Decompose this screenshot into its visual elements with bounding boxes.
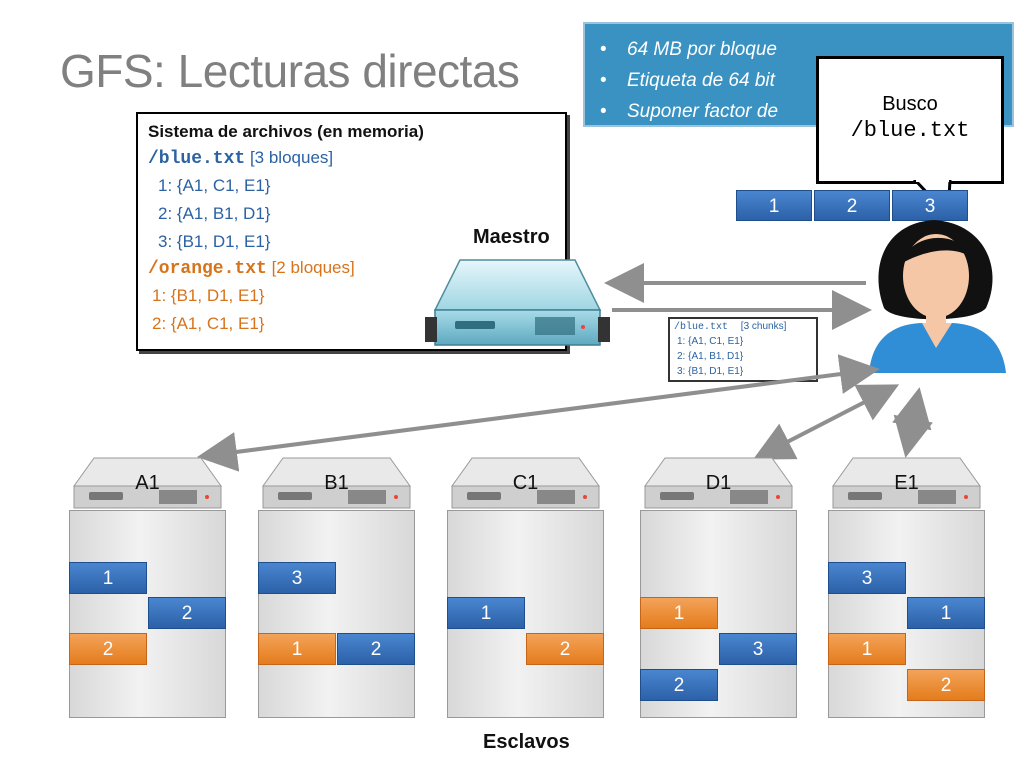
callout-filename: /blue.txt — [850, 118, 970, 143]
chunk-block: 3 — [258, 562, 336, 594]
block-location: 2: {A1, C1, E1} — [152, 314, 265, 333]
chunk-block: 1 — [69, 562, 147, 594]
arrow-client-a1 — [197, 354, 880, 472]
chunk-block: 3 — [828, 562, 906, 594]
reply-chunk-count: [3 chunks] — [740, 321, 787, 332]
block-location: 1: {A1, C1, E1} — [158, 176, 271, 195]
file-block-count: [3 bloques] — [249, 148, 334, 167]
chunk-block: 2 — [69, 633, 147, 665]
client-chunk-1[interactable]: 1 — [736, 190, 812, 221]
chunkserver-label: A1 — [135, 472, 160, 494]
note-item: Suponer factor de — [600, 96, 1012, 127]
client-request-callout: Busco /blue.txt — [816, 56, 1004, 184]
chunk-block: 1 — [258, 633, 336, 665]
client-chunk-3[interactable]: 3 — [892, 190, 968, 221]
file-name: /orange.txt — [148, 259, 267, 279]
block-location: 3: {B1, D1, E1} — [158, 232, 271, 251]
chunkserver-label: C1 — [512, 472, 539, 494]
chunkservers-label: Esclavos — [483, 731, 570, 753]
chunk-block: 2 — [148, 597, 226, 629]
chunk-block: 3 — [719, 633, 797, 665]
client-user-icon — [869, 220, 1006, 373]
chunkserver-e1-icon — [832, 457, 981, 509]
arrow-client-e1 — [892, 387, 933, 458]
chunkserver-d1-icon — [644, 457, 793, 509]
note-item: Etiqueta de 64 bit — [600, 65, 1012, 96]
arrow-client-d1 — [752, 384, 900, 460]
chunk-block: 1 — [447, 597, 525, 629]
chunk-block: 2 — [640, 669, 718, 701]
reply-header: /blue.txt [3 chunks] — [674, 321, 786, 333]
chunk-block: 1 — [828, 633, 906, 665]
chunkserver-b1-icon — [262, 457, 411, 509]
chunkserver-label: B1 — [324, 472, 349, 494]
chunk-block: 1 — [640, 597, 718, 629]
fs-header: Sistema de archivos (en memoria) — [148, 122, 424, 141]
slide-title: GFS: Lecturas directas — [60, 45, 520, 97]
reply-file-name: /blue.txt — [674, 322, 729, 333]
file-entry-orange: /orange.txt [2 bloques] — [148, 258, 355, 279]
file-name: /blue.txt — [148, 149, 246, 169]
client-chunk-2[interactable]: 2 — [814, 190, 890, 221]
file-block-count: [2 bloques] — [271, 258, 355, 277]
chunkserver-c1-icon — [451, 457, 600, 509]
block-location: 1: {B1, D1, E1} — [152, 286, 265, 305]
chunk-block: 1 — [907, 597, 985, 629]
master-server-icon — [425, 259, 610, 346]
chunk-block: 2 — [526, 633, 604, 665]
master-label: Maestro — [473, 226, 550, 248]
reply-block: 1: {A1, C1, E1} — [677, 336, 744, 347]
chunkserver-b1-rack — [258, 510, 415, 718]
block-location: 2: {A1, B1, D1} — [158, 204, 271, 223]
chunk-block: 2 — [337, 633, 415, 665]
chunkserver-a1-icon — [73, 457, 222, 509]
note-item: 64 MB por bloque — [600, 34, 1012, 65]
callout-text: Busco — [882, 93, 938, 115]
chunk-block: 2 — [907, 669, 985, 701]
chunkserver-label: E1 — [894, 472, 919, 494]
chunkserver-label: D1 — [705, 472, 732, 494]
file-entry-blue: /blue.txt [3 bloques] — [148, 148, 333, 169]
